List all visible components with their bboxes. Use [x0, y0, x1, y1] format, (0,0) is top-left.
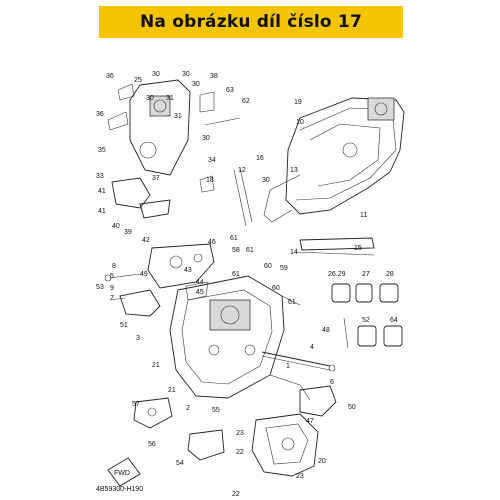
callout-label: 39	[124, 229, 132, 236]
right-clamp-parts	[331, 283, 403, 349]
callout-label: 50	[348, 404, 356, 411]
callout-label: 8	[112, 263, 116, 270]
callout-label: 58	[232, 247, 240, 254]
callout-label: 23	[236, 430, 244, 437]
callout-label: 37	[152, 175, 160, 182]
callout-label: 28	[386, 271, 394, 278]
callout-label: 1	[286, 363, 290, 370]
callout-label: 27	[362, 271, 370, 278]
callout-label: 19	[294, 99, 302, 106]
callout-label: 25	[134, 77, 142, 84]
callout-label: 45	[196, 289, 204, 296]
callout-label: 13	[290, 167, 298, 174]
callout-label: 57	[132, 401, 140, 408]
callout-label: 23	[296, 473, 304, 480]
callout-label: 44	[196, 279, 204, 286]
callout-label: 47	[306, 418, 314, 425]
callout-label: 15	[354, 245, 362, 252]
callout-label: 22	[236, 449, 244, 456]
callout-label: 53	[96, 284, 104, 291]
callout-label: 14	[290, 249, 298, 256]
callout-label: 61	[288, 299, 296, 306]
left-small-brackets	[104, 273, 161, 317]
callout-label: 61	[230, 235, 238, 242]
cross-tube	[295, 237, 375, 256]
callout-label: 26.29	[328, 271, 346, 278]
callout-label: 7	[110, 295, 114, 302]
callout-label: 62	[242, 98, 250, 105]
callout-label: 55	[212, 407, 220, 414]
callout-labels: 36 30 30 38 25 30 63 62 19 36 31 10 30 3…	[96, 71, 398, 498]
callout-label: 16	[256, 155, 264, 162]
callout-label: 41	[98, 188, 106, 195]
rear-lower-bracket	[251, 413, 319, 477]
right-lower-mount	[299, 385, 337, 417]
callout-label: 5	[110, 273, 114, 280]
footrest-bracket	[111, 167, 253, 227]
upper-left-bracket	[107, 79, 241, 176]
lower-left-bracket	[133, 397, 173, 429]
callout-label: 54	[176, 460, 184, 467]
callout-label: 51	[120, 322, 128, 329]
forward-indicator: FWD	[107, 457, 141, 487]
through-bolt	[261, 351, 336, 372]
callout-label: 48	[322, 327, 330, 334]
callout-label: 40	[112, 223, 120, 230]
callout-label: 31	[174, 113, 182, 120]
callout-label: 59	[280, 265, 288, 272]
callout-label: 31	[166, 95, 174, 102]
callout-label: 61	[246, 247, 254, 254]
callout-label: 38	[210, 73, 218, 80]
main-frame-right	[263, 97, 405, 223]
callout-label: 49	[140, 271, 148, 278]
callout-label: 42	[142, 237, 150, 244]
callout-label: 34	[208, 157, 216, 164]
callout-label: 6	[330, 379, 334, 386]
callout-label: 46	[208, 239, 216, 246]
callout-label: 56	[148, 441, 156, 448]
callout-label: 30	[182, 71, 190, 78]
callout-label: 41	[98, 208, 106, 215]
callout-label: 36	[106, 73, 114, 80]
fwd-label: FWD	[114, 470, 130, 477]
engine-mount-plate	[147, 243, 215, 301]
callout-label: 30	[152, 71, 160, 78]
title-banner: Na obrázku díl číslo 17	[99, 6, 403, 38]
diagram-reference-code: 4B59300-H190	[96, 486, 144, 493]
callout-label: 52	[362, 317, 370, 324]
callout-label: 10	[296, 119, 304, 126]
callout-label: 22	[232, 491, 240, 498]
callout-label: 20	[318, 458, 326, 465]
callout-label: 30	[146, 95, 154, 102]
callout-label: 30	[262, 177, 270, 184]
callout-label: 30	[202, 135, 210, 142]
callout-label: 33	[96, 173, 104, 180]
banner-title: Na obrázku díl číslo 17	[140, 12, 362, 32]
callout-label: 3	[136, 335, 140, 342]
callout-label: 36	[96, 111, 104, 118]
callout-label: 43	[184, 267, 192, 274]
callout-label: 61	[232, 271, 240, 278]
callout-label: 21	[152, 362, 160, 369]
callout-label: 30	[192, 81, 200, 88]
callout-label: 18	[206, 177, 214, 184]
callout-label: 11	[360, 212, 367, 219]
callout-label: 12	[238, 167, 246, 174]
lower-center-bracket	[187, 429, 225, 461]
callout-label: 9	[110, 285, 114, 292]
callout-label: 2	[186, 405, 190, 412]
callout-label: 21	[168, 387, 176, 394]
lower-main-frame	[169, 275, 311, 401]
callout-label: 64	[390, 317, 398, 324]
callout-label: 35	[98, 147, 106, 154]
callout-label: 63	[226, 87, 234, 94]
callout-label: 60	[272, 285, 280, 292]
callout-label: 60	[264, 263, 272, 270]
callout-label: 4	[310, 344, 314, 351]
